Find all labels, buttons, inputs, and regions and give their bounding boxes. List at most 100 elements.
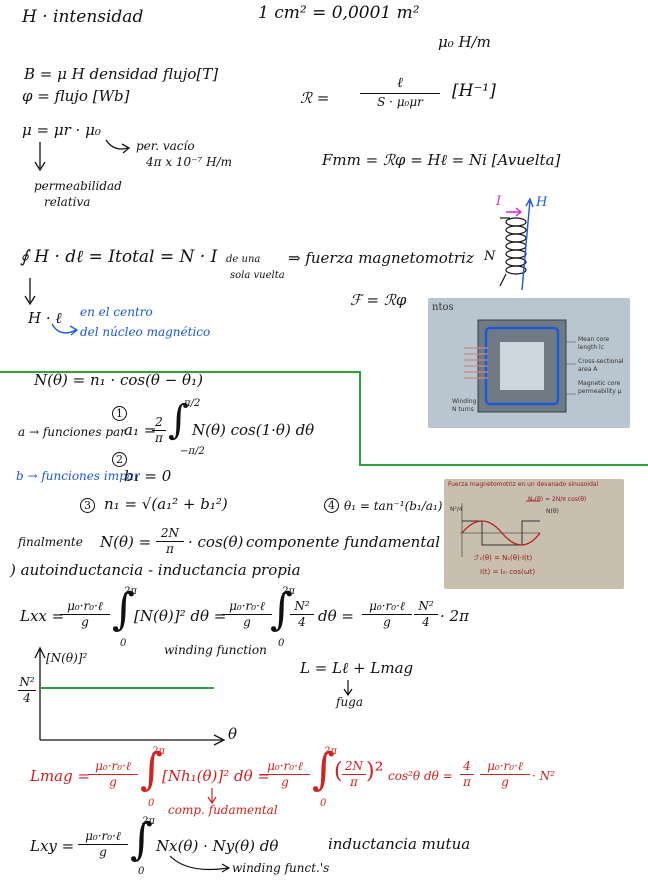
n-final-label: N(θ) = [100,533,152,551]
fmm-equation: Fmm = ℛφ = Hℓ = Ni [Avuelta] [322,151,561,169]
core-label-perm: Magnetic core [578,380,621,387]
n-theta: N(θ) = n₁ · cos(θ − θ₁) [34,371,203,389]
a1-integral-sign: ∫ [168,397,189,443]
core-label-perm-b: permeability μ [578,388,622,395]
lmag-integrand-1: [Nh₁(θ)]² dθ = [162,767,270,785]
lxx-n2-frac: N² 4 [290,599,314,630]
n-final-num: 2N [160,526,180,540]
core-label-winding: Winding [452,398,477,405]
reluctance-den: S · μ₀μr [377,95,423,110]
fuga-arrow [343,680,353,697]
lxy-frac-den: g [99,845,107,860]
graph-n2-frac: N² 4 [18,675,36,705]
four-pi: 4π x 10⁻⁷ H/m [146,155,233,169]
lmag-frac-2: μ₀·r₀·ℓ g [260,759,310,789]
section-line-vertical [359,371,361,465]
lmag-int1-up: 2π [152,746,165,757]
lmag-frac-1: μ₀·r₀·ℓ g [88,759,138,789]
lxx-integrand-1: [N(θ)]² dθ = [134,607,227,625]
lmag-int2-up: 2π [324,746,337,757]
lxx-frac-3: μ₀·r₀·ℓ g [362,599,412,630]
core-label-area-b: area A [578,366,598,373]
mu-equation: μ = μr · μ₀ [22,121,101,139]
core-drawing [464,319,576,413]
n-final-den: π [166,542,174,557]
lxx-tail: dθ = [318,607,354,625]
comp-fundamental: comp. fudamental [168,803,278,817]
lmag-label: Lmag = [30,767,91,785]
lxx-final: · 2π [440,607,469,625]
lxx-int1-up: 2π [124,586,137,597]
lmag-2n-den: π [350,775,358,790]
core-label-mean: Mean core [578,336,610,343]
lxx-int2-low: 0 [278,638,285,649]
lmag-paren-open: ( [334,759,343,784]
lxx-frac-3-den: g [383,615,391,630]
integral-equation: ∮ H · dℓ = Itotal = N · I [20,247,218,267]
arrows-block-1 [24,139,131,336]
lxx-label: Lxx = [20,607,65,625]
coil-h-label: H [536,195,548,210]
lmag-integral-2: ∫ [312,744,335,795]
a1-frac-den: π [155,431,163,446]
lxx-integral-1: ∫ [112,584,135,635]
winding-funct-note: winding funct.'s [232,861,330,875]
lmag-n2: · N² [532,769,555,783]
lmag-2n-num: 2N [344,759,364,773]
winding-funct-bracket [169,855,231,873]
lxy-frac: μ₀·r₀·ℓ g [78,829,128,860]
fuga-label: fuga [336,695,364,709]
coil-n-label: N [484,249,496,264]
circle-3: 3 [80,498,95,513]
winding-eq-2: I(t) = Iₘ cos(ωt) [480,568,536,576]
lxx-frac-1: μ₀·r₀·ℓ g [60,599,110,630]
lmag-frac-2-num: μ₀·r₀·ℓ [267,759,303,773]
lxx-frac-3-num: μ₀·r₀·ℓ [369,599,405,613]
permeabilidad: permeabilidad [34,179,122,193]
lxy-label: Lxy = [30,837,75,855]
lxy-int-low: 0 [138,866,145,877]
a1-frac-num: 2 [155,415,163,429]
lxy-int-up: 2π [142,816,155,827]
lxx-n2-den: 4 [298,615,306,630]
circle-4: 4 [324,498,339,513]
lxy-integrand: Nx(θ) · Ny(θ) dθ [156,837,279,855]
b-equation: B = μ H densidad flujo[T] [24,65,219,83]
lmag-frac-1-num: μ₀·r₀·ℓ [95,759,131,773]
lxx-final-frac: N² 4 [414,599,438,630]
core-label-area: Cross-sectional [578,358,624,365]
winding-eq-1: ℱₛ(θ) = Nₛ(θ)·I(t) [474,554,533,562]
coil-current-label: I [496,194,502,209]
lxx-final-den: 4 [422,615,430,630]
lmag-integral-1: ∫ [140,744,163,795]
reluctance-num: ℓ [397,75,403,91]
circle-1: 1 [112,406,127,421]
l-equation: L = Lℓ + Lmag [300,659,414,677]
a1-fraction: 2 π [152,415,166,446]
h-intensidad: H · intensidad [22,7,144,27]
winding-legend-1: Nₛ(θ) = 2N/π cos(θ) [528,496,587,503]
cm2-conversion: 1 cm² = 0,0001 m² [258,3,420,23]
lxx-n2-num: N² [294,599,310,613]
lmag-int2-low: 0 [320,798,327,809]
a1-label: a₁ = [124,421,157,439]
lxy-integral: ∫ [130,814,153,865]
core-photo: ntos Mean core length lc Cross-sectional… [428,298,630,428]
lxx-frac-2: μ₀·r₀·ℓ g [222,599,272,629]
section-line-top [0,371,360,373]
fmm-short: ℱ = ℛφ [350,291,407,309]
del-nucleo: del núcleo magnético [80,325,211,339]
winding-legend-2: N(θ) [546,508,559,515]
lmag-4: 4 [463,759,471,773]
lmag-4pi-frac: 4 π [460,759,474,789]
a1-integrand: N(θ) cos(1·θ) dθ [192,421,315,439]
lmag-2n-frac: 2N π [342,759,366,790]
graph-n2-num: N² [19,675,35,689]
lxx-frac-1-den: g [81,615,89,630]
n-final-tail: · cos(θ) [188,533,244,551]
inductancia-mutua: inductancia mutua [328,835,471,853]
b1-equation: b₁ = 0 [124,467,172,485]
lxx-final-num: N² [418,599,434,613]
relativa: relativa [44,195,91,209]
lxx-integral-2: ∫ [270,584,293,635]
